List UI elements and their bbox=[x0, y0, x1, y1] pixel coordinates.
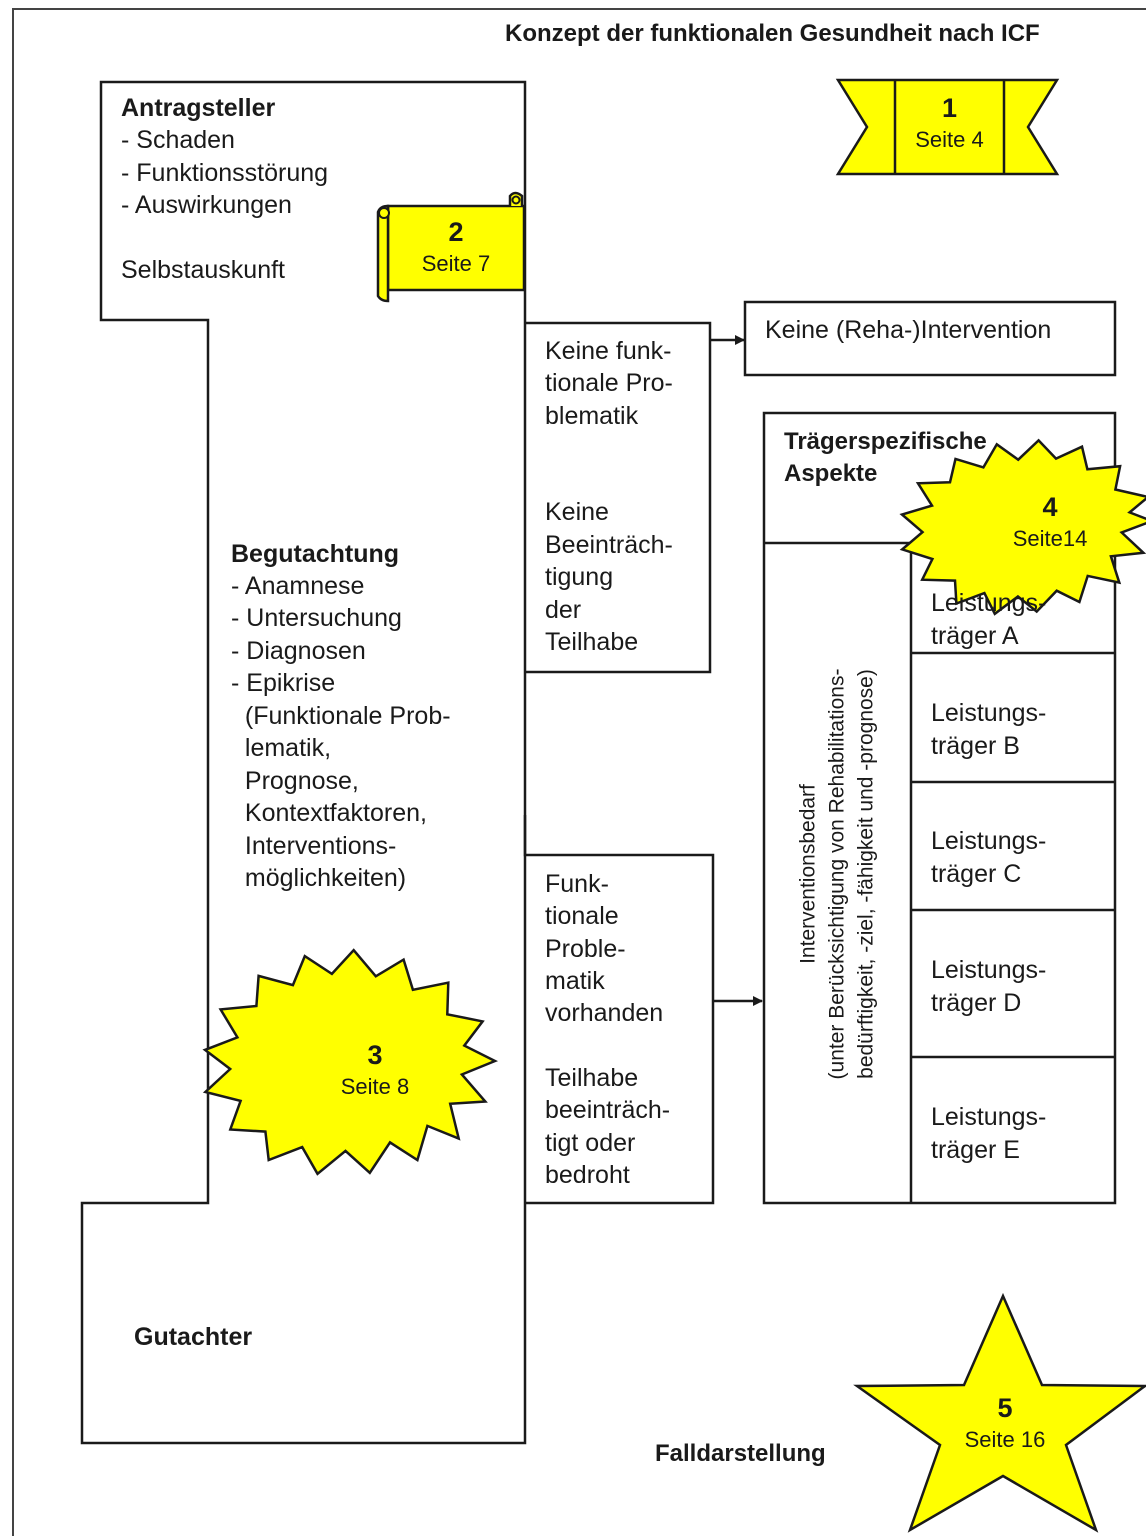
funktionale-problematik-line: tionale bbox=[545, 902, 619, 930]
badge-number: 4 bbox=[1042, 492, 1058, 522]
begutachtung-item: - Anamnese bbox=[231, 572, 365, 600]
keine-problematik-line: Keine bbox=[545, 498, 609, 526]
keine-intervention-label: Keine (Reha-)Intervention bbox=[765, 316, 1052, 344]
badge-ribbon-shape bbox=[835, 78, 1060, 176]
leistungstraeger-e: Leistungs- träger E bbox=[931, 1103, 1047, 1164]
traeger-heading: Trägerspezifische bbox=[784, 428, 987, 455]
funktionale-problematik-line: bedroht bbox=[545, 1161, 630, 1189]
selbstauskunft-label: Selbstauskunft bbox=[121, 256, 285, 284]
leistungstraeger-a: Leistungs- träger A bbox=[931, 589, 1047, 650]
begutachtung-item: Interventions- bbox=[231, 832, 397, 860]
interventionsbedarf-note: (unter Berücksichtigung von Rehabilitati… bbox=[825, 668, 849, 1080]
badge-number: 1 bbox=[941, 93, 958, 123]
badge-1[interactable]: 1 Seite 4 bbox=[895, 92, 1004, 153]
leistungstraeger-b: Leistungs- träger B bbox=[931, 699, 1047, 760]
funktionale-problematik-box bbox=[523, 815, 715, 1205]
page-title: Konzept der funktionalen Gesundheit nach… bbox=[505, 20, 1040, 47]
badge-number: 3 bbox=[367, 1040, 383, 1070]
keine-problematik-line: Teilhabe bbox=[545, 628, 639, 656]
begutachtung-heading: Begutachtung bbox=[231, 540, 400, 568]
begutachtung-item: - Epikrise bbox=[231, 669, 336, 697]
antragsteller-item: - Funktionsstörung bbox=[121, 159, 329, 187]
funktionale-problematik-line: Proble- bbox=[545, 935, 626, 963]
interventionsbedarf-label: Interventionsbedarf bbox=[796, 784, 820, 964]
gutachter-label: Gutachter bbox=[134, 1323, 253, 1351]
falldarstellung-label: Falldarstellung bbox=[655, 1440, 826, 1467]
badge-5[interactable]: 5 Seite 16 bbox=[935, 1392, 1075, 1453]
begutachtung-item: möglichkeiten) bbox=[231, 864, 407, 892]
page-frame bbox=[12, 8, 1146, 1536]
funktionale-problematik-line: vorhanden bbox=[545, 999, 664, 1027]
funktionale-problematik-line: beeinträch- bbox=[545, 1096, 671, 1124]
keine-problematik-line: der bbox=[545, 596, 582, 624]
badge-number: 5 bbox=[997, 1393, 1013, 1423]
badge-number: 2 bbox=[448, 217, 464, 247]
badge-burst-3-shape bbox=[202, 948, 499, 1176]
interventionsbedarf-note: bedürftigkeit, -ziel, -fähigkeit und -pr… bbox=[854, 669, 878, 1079]
badge-scroll-shape bbox=[376, 191, 526, 303]
begutachtung-item: (Funktionale Prob- bbox=[231, 702, 451, 730]
antragsteller-heading: Antragsteller bbox=[121, 94, 276, 122]
keine-intervention-box bbox=[743, 300, 1117, 377]
badge-burst-4-shape bbox=[899, 438, 1146, 616]
funktionale-problematik-line: tigt oder bbox=[545, 1129, 636, 1157]
funktionale-problematik-line: Teilhabe bbox=[545, 1064, 639, 1092]
badge-page: Seite14 bbox=[1012, 525, 1088, 551]
badge-page: Seite 4 bbox=[915, 126, 984, 152]
keine-problematik-line: tigung bbox=[545, 563, 614, 591]
begutachtung-item: - Diagnosen bbox=[231, 637, 366, 665]
keine-problematik-line: tionale Pro- bbox=[545, 369, 673, 397]
funktionale-problematik-line: matik bbox=[545, 967, 605, 995]
badge-star-shape bbox=[853, 1292, 1146, 1533]
interventionsbedarf-column: Interventionsbedarf (unter Berücksichtig… bbox=[762, 545, 912, 1203]
badge-page: Seite 7 bbox=[421, 250, 491, 276]
antragsteller-item: - Schaden bbox=[121, 126, 235, 154]
antragsteller-item: - Auswirkungen bbox=[121, 191, 292, 219]
keine-problematik-line: Keine funk- bbox=[545, 337, 672, 365]
begutachtung-item: Prognose, bbox=[231, 767, 359, 795]
badge-page: Seite 16 bbox=[964, 1426, 1046, 1452]
begutachtung-item: Kontextfaktoren, bbox=[231, 799, 427, 827]
funktionale-problematik-line: Funk- bbox=[545, 870, 609, 898]
leistungstraeger-d: Leistungs- träger D bbox=[931, 956, 1047, 1017]
badge-4[interactable]: 4 Seite14 bbox=[975, 491, 1125, 552]
begutachtung-item: - Untersuchung bbox=[231, 604, 402, 632]
leistungstraeger-c: Leistungs- träger C bbox=[931, 827, 1047, 888]
badge-3[interactable]: 3 Seite 8 bbox=[300, 1039, 450, 1100]
begutachtung-item: lematik, bbox=[231, 734, 332, 762]
badge-page: Seite 8 bbox=[340, 1073, 410, 1099]
badge-2[interactable]: 2 Seite 7 bbox=[388, 216, 524, 277]
keine-problematik-line: Beeinträch- bbox=[545, 531, 673, 559]
keine-problematik-box bbox=[525, 321, 712, 674]
traeger-heading: Aspekte bbox=[784, 460, 878, 487]
keine-problematik-line: blematik bbox=[545, 402, 639, 430]
